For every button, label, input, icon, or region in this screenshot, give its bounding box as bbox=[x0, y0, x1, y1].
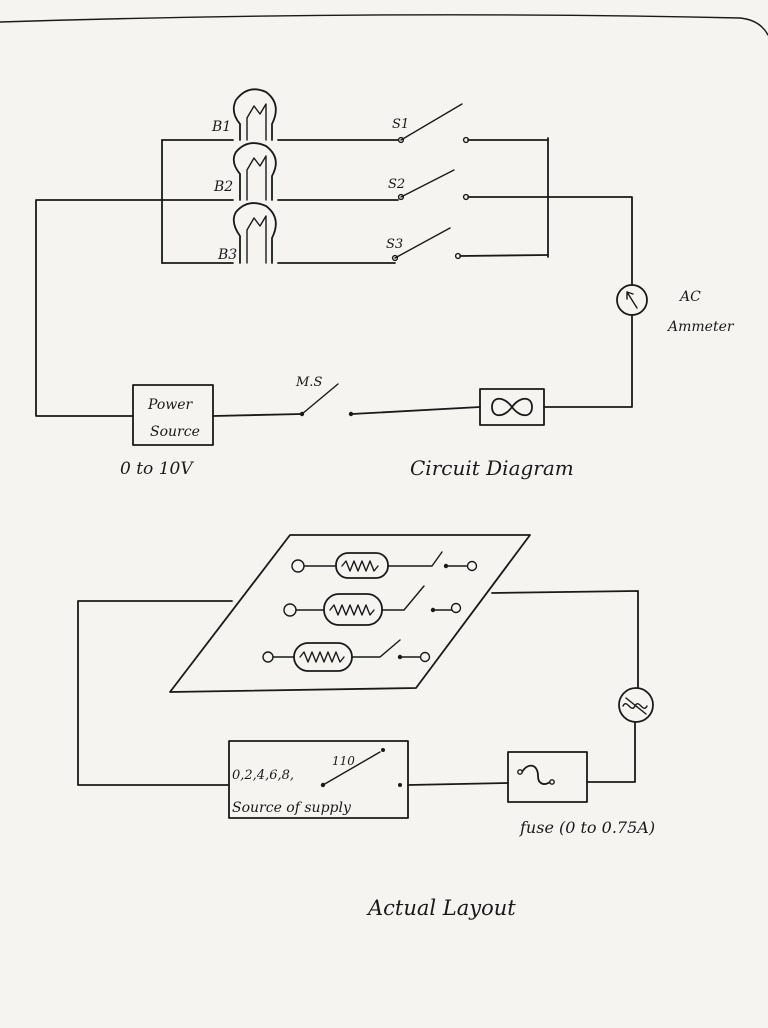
layout-right-wire-bottom bbox=[586, 721, 636, 783]
bulb-b3 bbox=[232, 202, 277, 264]
circuit-diagram-caption: Circuit Diagram bbox=[410, 456, 574, 480]
layout-right-wire-top bbox=[491, 590, 639, 689]
power-source-line1: Power bbox=[147, 397, 194, 413]
main-switch-label: M.S bbox=[295, 375, 322, 390]
ammeter-to-fuse-wire bbox=[543, 314, 633, 408]
supply-to-fuse-wire bbox=[407, 782, 509, 786]
supply-tap-max: 110 bbox=[332, 754, 355, 768]
board-row-1 bbox=[291, 551, 478, 579]
supply-selector bbox=[320, 748, 402, 788]
power-source-line2: Source bbox=[150, 424, 200, 440]
page-edge bbox=[0, 14, 768, 36]
actual-layout-caption: Actual Layout bbox=[366, 896, 516, 920]
ammeter-label-line1: AC bbox=[678, 289, 701, 305]
board-row-3 bbox=[262, 639, 431, 672]
layout-ammeter bbox=[618, 687, 654, 723]
label-s2: S2 bbox=[388, 177, 405, 192]
label-s3: S3 bbox=[386, 237, 403, 252]
supply-taps: 0,2,4,6,8, bbox=[232, 768, 294, 783]
switch-s1 bbox=[397, 103, 549, 144]
switch-s2 bbox=[397, 169, 633, 286]
bulb-b1 bbox=[232, 88, 277, 141]
circuit-diagram: B1 B2 B3 S1 S2 S3 bbox=[35, 88, 735, 480]
source-to-switch-wire bbox=[212, 413, 303, 417]
label-b1: B1 bbox=[211, 119, 231, 135]
power-source-box bbox=[132, 384, 214, 446]
ac-ammeter bbox=[616, 284, 648, 316]
label-b2: B2 bbox=[213, 179, 233, 195]
switch-s3 bbox=[391, 227, 549, 262]
fuse-symbol bbox=[479, 388, 545, 426]
label-s1: S1 bbox=[392, 117, 409, 132]
layout-fuse bbox=[507, 751, 588, 803]
layout-left-wire bbox=[77, 600, 233, 786]
fuse-to-switch-wire bbox=[351, 406, 481, 415]
voltage-range: 0 to 10V bbox=[120, 459, 194, 479]
supply-label: Source of supply bbox=[232, 800, 352, 816]
actual-layout: 0,2,4,6,8, 110 Source of supply fuse (0 … bbox=[77, 534, 655, 920]
ammeter-label-line2: Ammeter bbox=[666, 319, 735, 335]
left-wire bbox=[35, 199, 163, 417]
board-row-2 bbox=[283, 585, 462, 626]
fuse-label: fuse (0 to 0.75A) bbox=[519, 818, 655, 837]
bulb-b2 bbox=[232, 142, 277, 201]
supply-box bbox=[228, 740, 409, 819]
bulb-board bbox=[169, 534, 531, 693]
label-b3: B3 bbox=[217, 247, 237, 263]
